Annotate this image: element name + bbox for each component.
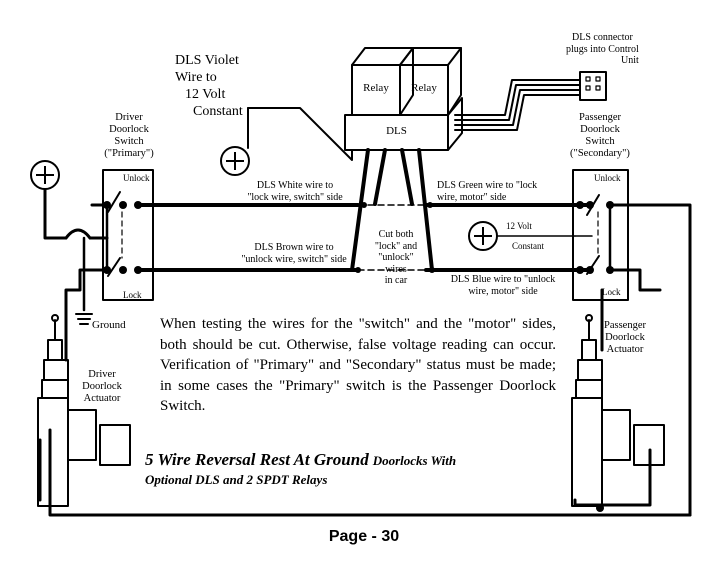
driver-unlock-label: Unlock [123,173,150,183]
constant-label: Constant [512,241,545,251]
driver-actuator [37,314,131,507]
ground-label: Ground [92,319,126,331]
cut-both-label: Cut both "lock" and "unlock" wires in ca… [374,229,418,286]
dls-brown-label: DLS Brown wire to "unlock wire, switch" … [241,242,347,265]
dls-white-label: DLS White wire to "lock wire, switch" si… [247,180,343,203]
passenger-actuator-label: Passenger Doorlock Actuator [604,320,646,356]
driver-actuator-label: Driver Doorlock Actuator [82,369,122,405]
driver-lock-label: Lock [123,290,142,300]
passenger-lock-label: Lock [602,287,621,297]
testing-note: When testing the wires for the "switch" … [160,316,556,414]
driver-switch-body [102,169,154,301]
brown-wire [350,148,370,272]
dls-violet-label: DLS Violet Wire to 12 Volt Constant [175,53,243,119]
page-number: Page - 30 [328,528,400,545]
plus-symbol-12v [468,221,498,251]
dls-green-label: DLS Green wire to "lock wire, motor" sid… [437,180,538,203]
passenger-actuator [571,314,665,507]
diagram-caption: 5 Wire Reversal Rest At Ground Doorlocks… [145,449,456,489]
white-wire [373,148,387,206]
dls-blue-label: DLS Blue wire to "unlock wire, motor" si… [450,274,556,297]
twelve-volt-label: 12 Volt [506,221,532,231]
dls-connector-plug [579,71,607,101]
dls-module [344,97,463,151]
passenger-unlock-label: Unlock [594,173,621,183]
caption-subtitle-2: Optional DLS and 2 SPDT Relays [145,471,328,487]
violet-wire [247,107,353,161]
caption-subtitle-1: Doorlocks With [372,453,457,468]
relay-right-label: Relay [411,82,437,94]
plus-symbol-violet [220,146,250,176]
dls-connector-label: DLS connector plugs into Control Unit [566,32,639,66]
passenger-switch-body [572,169,629,301]
passenger-switch-label: Passenger Doorlock Switch ("Secondary") [570,112,630,160]
dls-module-label: DLS [386,125,407,137]
relay-left-label: Relay [363,82,389,94]
green-wire [400,148,414,206]
dls-connector-cable [454,79,581,131]
blue-wire [417,148,434,272]
plus-symbol-left [30,160,60,190]
driver-switch-label: Driver Doorlock Switch ("Primary") [104,112,154,160]
caption-title: 5 Wire Reversal Rest At Ground [145,450,369,469]
